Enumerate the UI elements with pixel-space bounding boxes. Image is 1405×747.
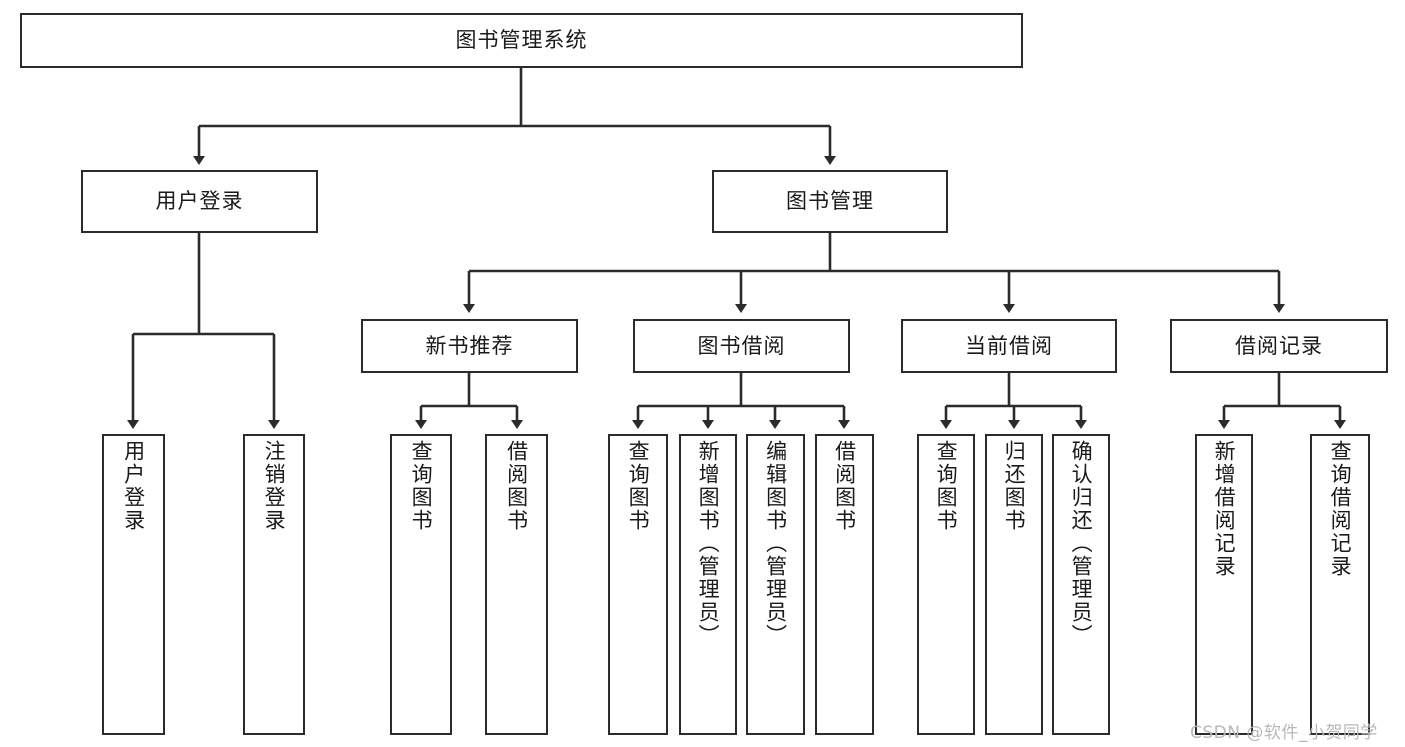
node-borrow-record[interactable]: 借阅记录 bbox=[1170, 319, 1388, 373]
node-leaf-logout-login-label: 注销登录 bbox=[262, 440, 287, 532]
node-leaf-query-book-3-label: 查询图书 bbox=[934, 440, 959, 532]
node-leaf-query-book-2-label: 查询图书 bbox=[626, 440, 651, 532]
node-leaf-query-book-3[interactable]: 查询图书 bbox=[917, 434, 975, 735]
node-book-manage-label: 图书管理 bbox=[786, 189, 874, 214]
node-book-manage[interactable]: 图书管理 bbox=[712, 170, 948, 233]
node-leaf-query-book-2[interactable]: 查询图书 bbox=[608, 434, 668, 735]
node-current-borrow-label: 当前借阅 bbox=[965, 333, 1053, 358]
node-leaf-user-login[interactable]: 用户登录 bbox=[102, 434, 165, 735]
node-leaf-confirm-return[interactable]: 确认归还（管理员） bbox=[1052, 434, 1110, 735]
node-leaf-borrow-book-2[interactable]: 借阅图书 bbox=[815, 434, 874, 735]
node-leaf-return-book[interactable]: 归还图书 bbox=[985, 434, 1043, 735]
node-root[interactable]: 图书管理系统 bbox=[20, 13, 1023, 68]
node-leaf-add-record-label: 新增借阅记录 bbox=[1212, 440, 1237, 578]
node-leaf-query-record[interactable]: 查询借阅记录 bbox=[1310, 434, 1370, 735]
node-book-borrow[interactable]: 图书借阅 bbox=[633, 319, 850, 373]
node-leaf-borrow-book-2-label: 借阅图书 bbox=[832, 440, 857, 532]
node-new-book-recommend-label: 新书推荐 bbox=[425, 333, 514, 358]
node-leaf-logout-login[interactable]: 注销登录 bbox=[243, 434, 305, 735]
node-leaf-query-book-1[interactable]: 查询图书 bbox=[390, 434, 452, 735]
node-leaf-borrow-book-1[interactable]: 借阅图书 bbox=[485, 434, 548, 735]
node-user-login[interactable]: 用户登录 bbox=[81, 170, 318, 233]
node-current-borrow[interactable]: 当前借阅 bbox=[901, 319, 1117, 373]
node-leaf-edit-book-label: 编辑图书（管理员） bbox=[763, 440, 788, 647]
csdn-watermark: CSDN @软件_小贺同学 bbox=[1190, 723, 1378, 743]
node-leaf-return-book-label: 归还图书 bbox=[1002, 440, 1027, 532]
node-user-login-label: 用户登录 bbox=[155, 189, 244, 214]
node-book-borrow-label: 图书借阅 bbox=[697, 333, 786, 358]
node-leaf-edit-book[interactable]: 编辑图书（管理员） bbox=[746, 434, 805, 735]
node-borrow-record-label: 借阅记录 bbox=[1235, 333, 1323, 358]
node-leaf-add-record[interactable]: 新增借阅记录 bbox=[1195, 434, 1253, 735]
node-leaf-query-book-1-label: 查询图书 bbox=[409, 440, 434, 532]
node-new-book-recommend[interactable]: 新书推荐 bbox=[361, 319, 578, 373]
node-leaf-user-login-label: 用户登录 bbox=[121, 440, 146, 532]
node-leaf-add-book[interactable]: 新增图书（管理员） bbox=[679, 434, 737, 735]
node-leaf-confirm-return-label: 确认归还（管理员） bbox=[1069, 440, 1094, 647]
node-root-label: 图书管理系统 bbox=[455, 28, 588, 53]
node-leaf-borrow-book-1-label: 借阅图书 bbox=[504, 440, 529, 532]
node-leaf-add-book-label: 新增图书（管理员） bbox=[696, 440, 721, 647]
node-leaf-query-record-label: 查询借阅记录 bbox=[1328, 440, 1353, 578]
